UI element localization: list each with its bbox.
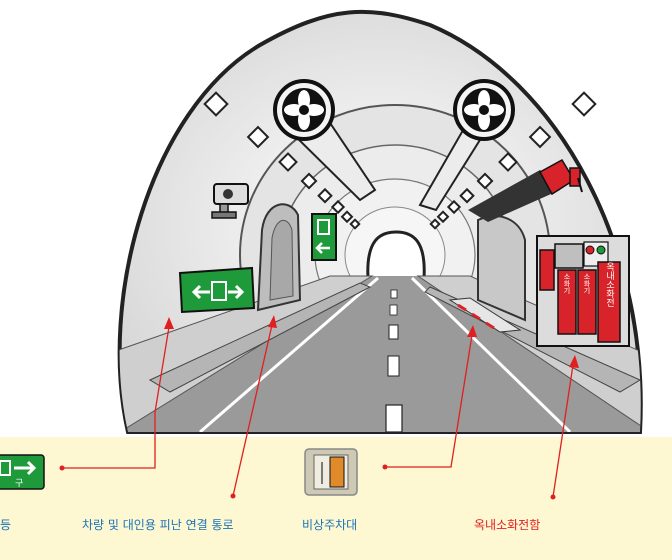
callout-dots xyxy=(59,464,556,500)
callout-arrowheads xyxy=(164,315,579,368)
callout-lines xyxy=(62,324,574,498)
extinguisher-text-2: 소화기 xyxy=(583,273,591,295)
exit-direction-sign-small xyxy=(311,213,337,261)
hydrant-cabinet-label: 옥내소화전함 xyxy=(474,518,541,532)
evacuation-passage-label: 차량 및 대인용 피난 연결 통로 xyxy=(82,518,234,532)
jet-fan-right xyxy=(418,79,515,212)
ceiling-lights-left xyxy=(203,91,361,230)
hydrant-vertical-text: 옥내소화전 xyxy=(604,262,614,307)
cctv-camera-icon xyxy=(211,183,249,219)
ceiling-lights-right xyxy=(429,91,597,230)
emergency-parking-legend-icon xyxy=(304,448,358,496)
exit-direction-sign-large xyxy=(178,266,256,314)
tunnel-body xyxy=(117,9,643,434)
emergency-parking-label: 비상주차대 xyxy=(302,518,358,532)
exit-sign-legend-icon xyxy=(0,454,45,490)
siren-speaker-icon xyxy=(538,158,583,196)
road xyxy=(120,276,641,432)
jet-fan-left xyxy=(273,79,377,202)
exit-sign-legend-text: 구 xyxy=(15,478,23,489)
emergency-parking-bay xyxy=(448,297,522,333)
extinguisher-text-1: 소화기 xyxy=(563,273,571,295)
hydrant-cabinet xyxy=(536,235,630,347)
exit-light-label: 등 xyxy=(0,518,12,532)
